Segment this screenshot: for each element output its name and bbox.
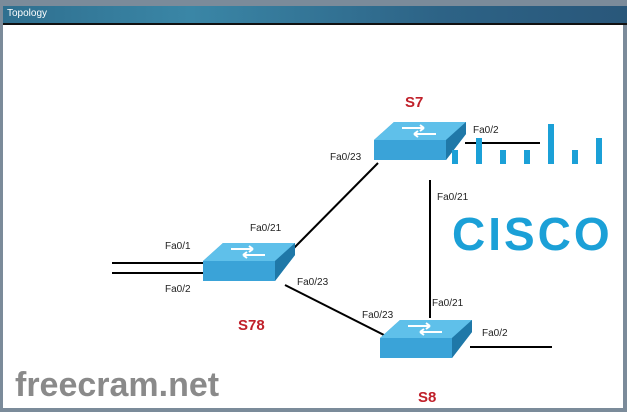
port-label: Fa0/23	[330, 152, 362, 163]
link-s7-s78	[289, 162, 379, 253]
window-title-bar: Topology	[3, 6, 627, 25]
port-label: Fa0/21	[432, 298, 464, 309]
cisco-logo-text: CISCO	[452, 208, 613, 260]
link-s78-s8	[284, 284, 389, 338]
watermark: freecram.net	[15, 366, 219, 404]
port-label: Fa0/2	[482, 328, 508, 339]
switch-s7-label: S7	[405, 94, 423, 111]
port-label: Fa0/21	[250, 223, 282, 234]
switch-s78-label: S78	[238, 317, 265, 334]
port-label: Fa0/23	[362, 310, 394, 321]
topology-canvas	[3, 25, 623, 408]
port-label: Fa0/2	[165, 284, 191, 295]
switch-s78-icon[interactable]	[202, 242, 296, 282]
switch-s8-label: S8	[418, 389, 436, 406]
port-label: Fa0/23	[297, 277, 329, 288]
port-label: Fa0/2	[473, 125, 499, 136]
cisco-logo: CISCO	[452, 124, 613, 260]
window-title: Topology	[7, 8, 48, 19]
switch-s8-icon[interactable]	[379, 319, 473, 359]
port-label: Fa0/21	[437, 192, 469, 203]
port-label: Fa0/1	[165, 241, 191, 252]
